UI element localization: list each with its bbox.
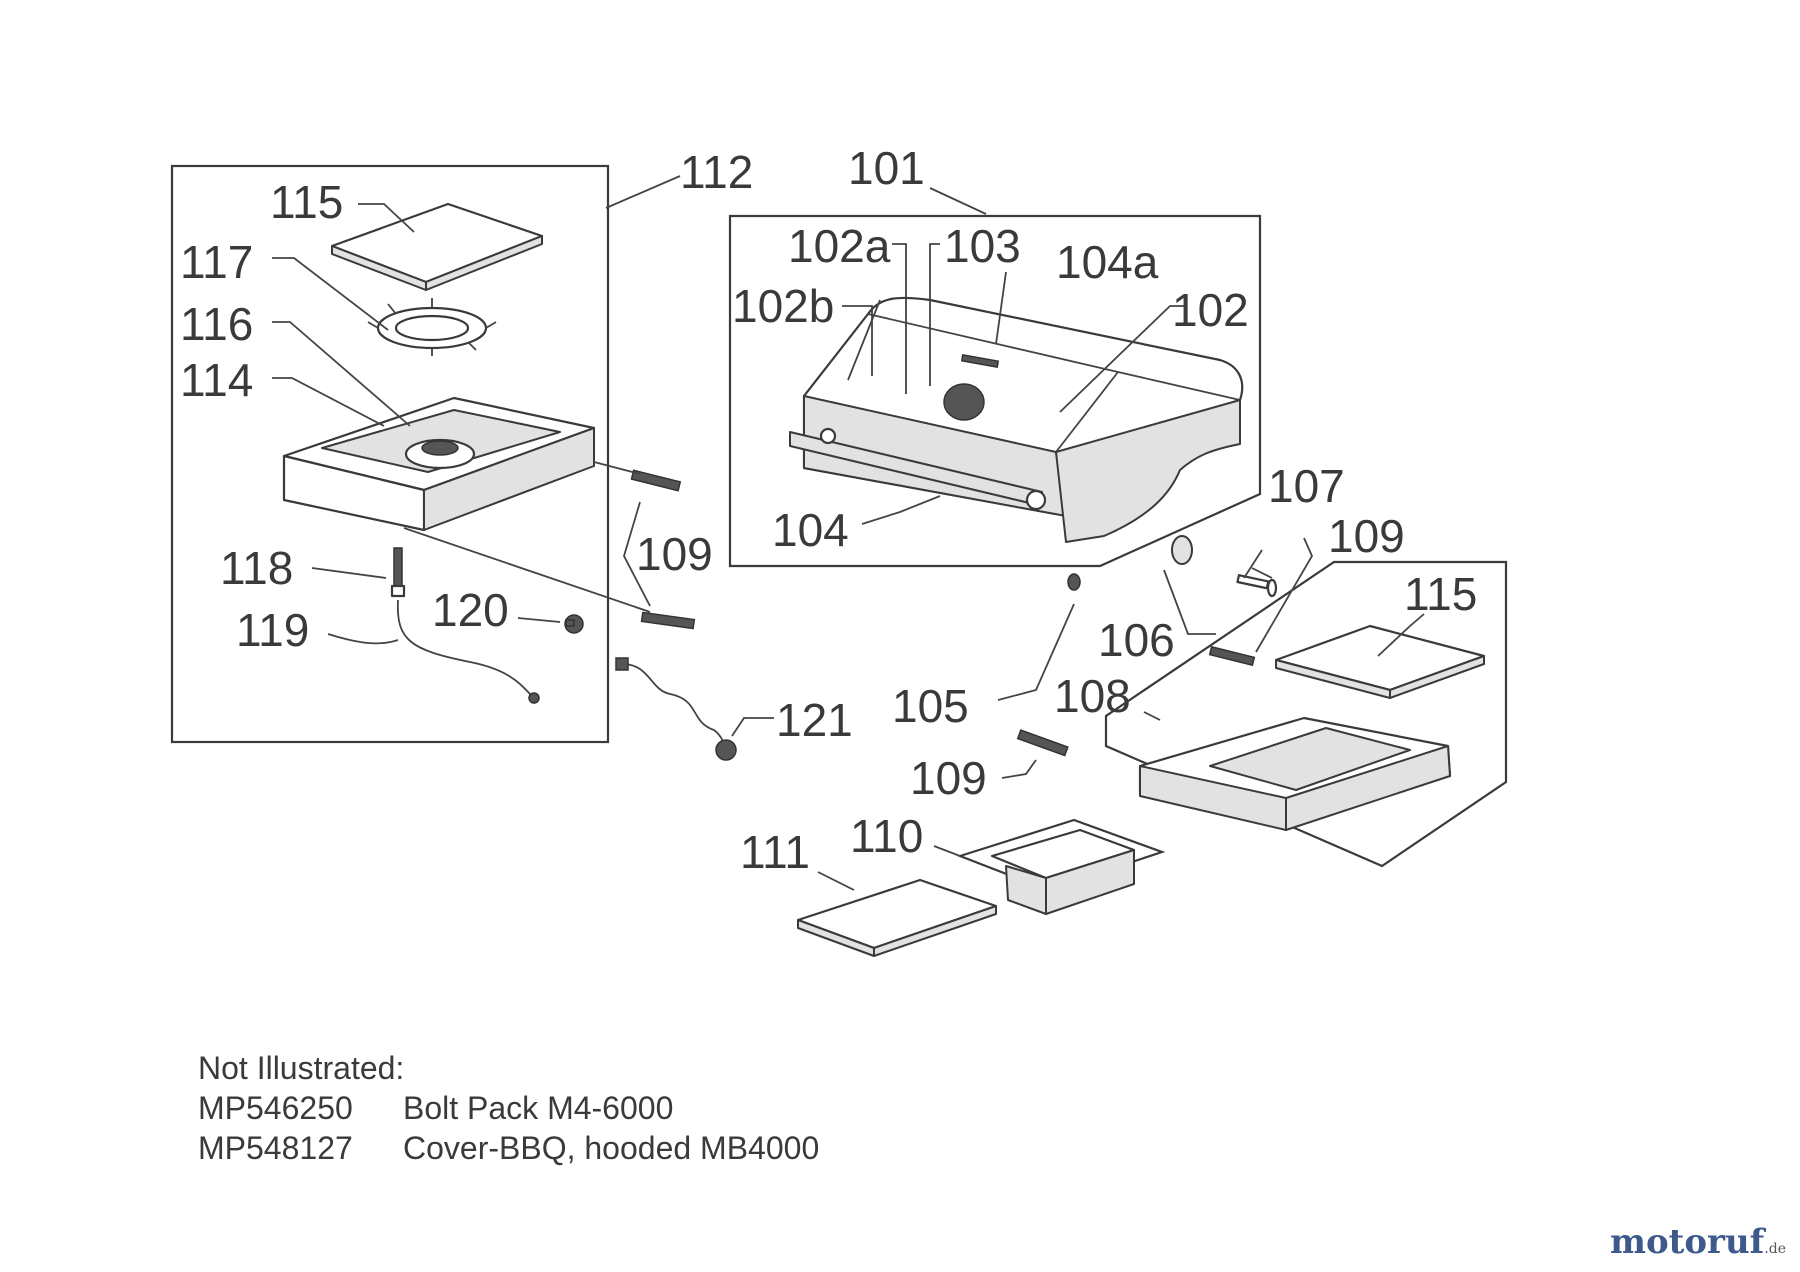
part-115-plate-left <box>330 202 544 291</box>
part-106-knob <box>1171 535 1193 565</box>
watermark-tld: .de <box>1764 1241 1786 1257</box>
callout-112: 112 <box>680 146 753 198</box>
callout-115-right: 115 <box>1404 568 1477 620</box>
part-107-bolt <box>1236 574 1278 598</box>
part-120-valve <box>564 614 584 634</box>
part-103-temperature-gauge <box>943 383 985 421</box>
callout-111: 111 <box>740 826 810 878</box>
not-illustrated-row: MP548127 Cover-BBQ, hooded MB4000 <box>198 1128 819 1168</box>
part-description: Cover-BBQ, hooded MB4000 <box>403 1130 820 1166</box>
part-111-plate <box>796 878 998 957</box>
part-109-bracket-lower <box>640 611 696 630</box>
assembly-box-101 <box>728 214 1262 568</box>
part-119-ignition-lead <box>396 599 533 697</box>
callout-114: 114 <box>180 354 253 406</box>
part-109-bracket-bottom <box>1016 729 1069 757</box>
callout-109-bottom: 109 <box>910 752 987 804</box>
part-108-firebox <box>1138 716 1452 831</box>
part-115-plate-right <box>1274 624 1486 699</box>
callout-117: 117 <box>180 236 253 288</box>
callout-102: 102 <box>1172 284 1249 336</box>
callout-108: 108 <box>1054 670 1131 722</box>
callout-102a: 102a <box>788 220 891 272</box>
callout-104: 104 <box>772 504 849 556</box>
callout-120: 120 <box>432 584 509 636</box>
callout-118: 118 <box>220 542 293 594</box>
part-110-drip-tray <box>956 818 1166 915</box>
part-109-bracket-right <box>1208 645 1256 667</box>
part-117-burner-grate <box>367 298 497 356</box>
callout-109-left: 109 <box>636 528 713 580</box>
callout-110: 110 <box>850 810 923 862</box>
not-illustrated-notes: Not Illustrated: MP546250 Bolt Pack M4-6… <box>198 1048 819 1168</box>
assembly-box-112 <box>170 164 610 744</box>
callout-119: 119 <box>236 604 309 656</box>
part-code: MP546250 <box>198 1090 353 1126</box>
callout-116: 116 <box>180 298 253 350</box>
watermark-logo: motoruf.de <box>1610 1222 1786 1262</box>
callout-107: 107 <box>1268 460 1345 512</box>
part-description: Bolt Pack M4-6000 <box>403 1090 674 1126</box>
callout-115-left: 115 <box>270 176 343 228</box>
callout-105: 105 <box>892 680 969 732</box>
part-102-hood <box>789 296 1244 543</box>
part-118-electrode <box>390 547 406 598</box>
not-illustrated-heading: Not Illustrated: <box>198 1050 405 1086</box>
callout-102b: 102b <box>732 280 834 332</box>
callout-106: 106 <box>1098 614 1175 666</box>
callout-121: 121 <box>776 694 853 746</box>
callout-104a: 104a <box>1056 236 1159 288</box>
part-105-foot <box>1067 573 1081 591</box>
not-illustrated-row: MP546250 Bolt Pack M4-6000 <box>198 1088 819 1128</box>
part-code: MP548127 <box>198 1130 353 1166</box>
leader-lines <box>272 175 1425 891</box>
callout-103: 103 <box>944 220 1021 272</box>
part-121-gas-hose <box>621 663 727 749</box>
part-114-burner-tray <box>282 396 596 532</box>
part-109-bracket-upper <box>630 469 682 492</box>
watermark-name: motoruf <box>1610 1222 1765 1262</box>
callout-101: 101 <box>848 142 925 194</box>
callout-109-right: 109 <box>1328 510 1405 562</box>
assembly-box-108 <box>1104 560 1508 868</box>
